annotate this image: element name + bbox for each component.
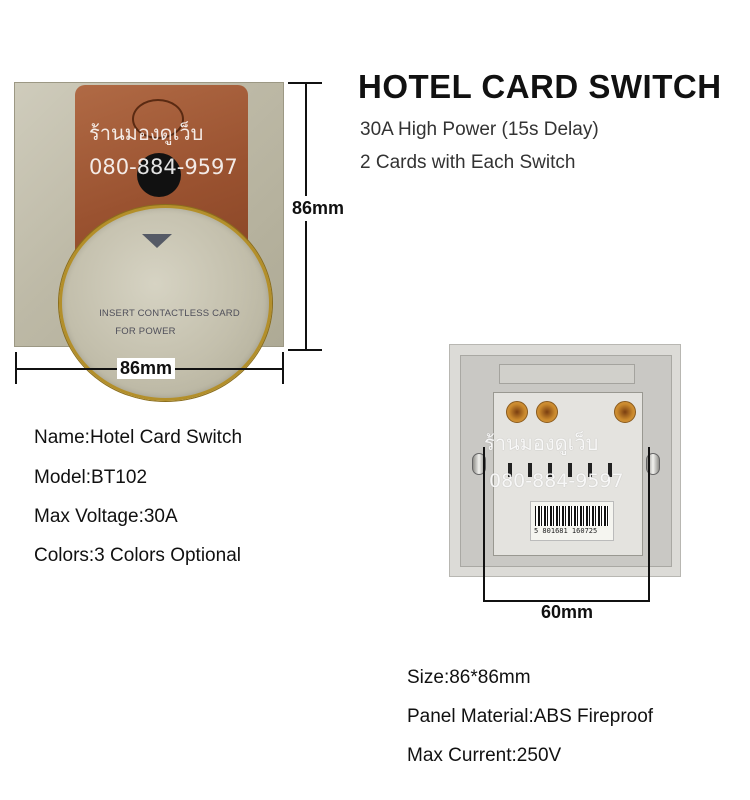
terminal-screw-icon: [536, 401, 558, 423]
back-watermark-shop: ร้านมองดูเว็บ: [484, 431, 599, 455]
vent-slot: [568, 463, 572, 477]
terminal-screw-icon: [506, 401, 528, 423]
spec-max-voltage: Max Voltage:30A: [34, 506, 178, 527]
vent-slot: [608, 463, 612, 477]
spec-size: Size:86*86mm: [407, 667, 531, 688]
disc-label-line2: FOR POWER: [115, 326, 176, 337]
product-subtitle-1: 30A High Power (15s Delay): [360, 119, 599, 140]
height-dimension-label: 86mm: [292, 196, 345, 221]
width-dimension-label: 86mm: [117, 358, 176, 379]
width-dimension-tick-right: [282, 352, 284, 384]
back-top-housing: [499, 364, 635, 384]
back-dimension-line: [483, 600, 650, 602]
barcode-bars: [535, 506, 609, 526]
switch-back-view: 5 801681 160725: [449, 344, 681, 577]
product-subtitle-2: 2 Cards with Each Switch: [360, 152, 576, 173]
terminal-screw-icon: [614, 401, 636, 423]
vent-slot: [588, 463, 592, 477]
spec-panel-material: Panel Material:ABS Fireproof: [407, 706, 654, 727]
vent-slot: [508, 463, 512, 477]
back-dimension-label: 60mm: [541, 602, 594, 622]
insert-arrow-icon: [142, 234, 172, 248]
disc-label-line1: INSERT CONTACTLESS CARD: [99, 308, 240, 319]
barcode-number: 5 801681 160725: [534, 527, 598, 535]
spec-max-current: Max Current:250V: [407, 745, 562, 766]
height-dimension-tick-top: [288, 82, 322, 84]
mounting-screw-icon: [646, 453, 660, 475]
card-watermark-phone: 080-884-9597: [89, 155, 238, 179]
card-logo-icon: [132, 99, 184, 139]
spec-colors: Colors:3 Colors Optional: [34, 545, 241, 566]
width-dimension-tick-left: [15, 352, 17, 384]
spec-name: Name:Hotel Card Switch: [34, 427, 243, 448]
back-dimension-line-left: [483, 447, 485, 602]
mounting-screw-icon: [472, 453, 486, 475]
vent-slot: [548, 463, 552, 477]
back-frame: 5 801681 160725: [460, 355, 672, 567]
switch-panel-front: ร้านมองดูเว็บ 080-884-9597 INSERT CONTAC…: [14, 82, 284, 401]
card-watermark-shop: ร้านมองดูเว็บ: [89, 121, 204, 145]
back-dimension-line-right: [648, 447, 650, 602]
height-dimension-tick-bottom: [288, 349, 322, 351]
back-relay-body: 5 801681 160725: [493, 392, 643, 556]
vent-slot: [528, 463, 532, 477]
product-title: HOTEL CARD SWITCH: [358, 68, 722, 105]
card-hole: [137, 153, 181, 197]
back-watermark-phone: 080-884-9597: [489, 470, 624, 492]
spec-model: Model:BT102: [34, 467, 148, 488]
barcode-label: 5 801681 160725: [530, 501, 614, 541]
